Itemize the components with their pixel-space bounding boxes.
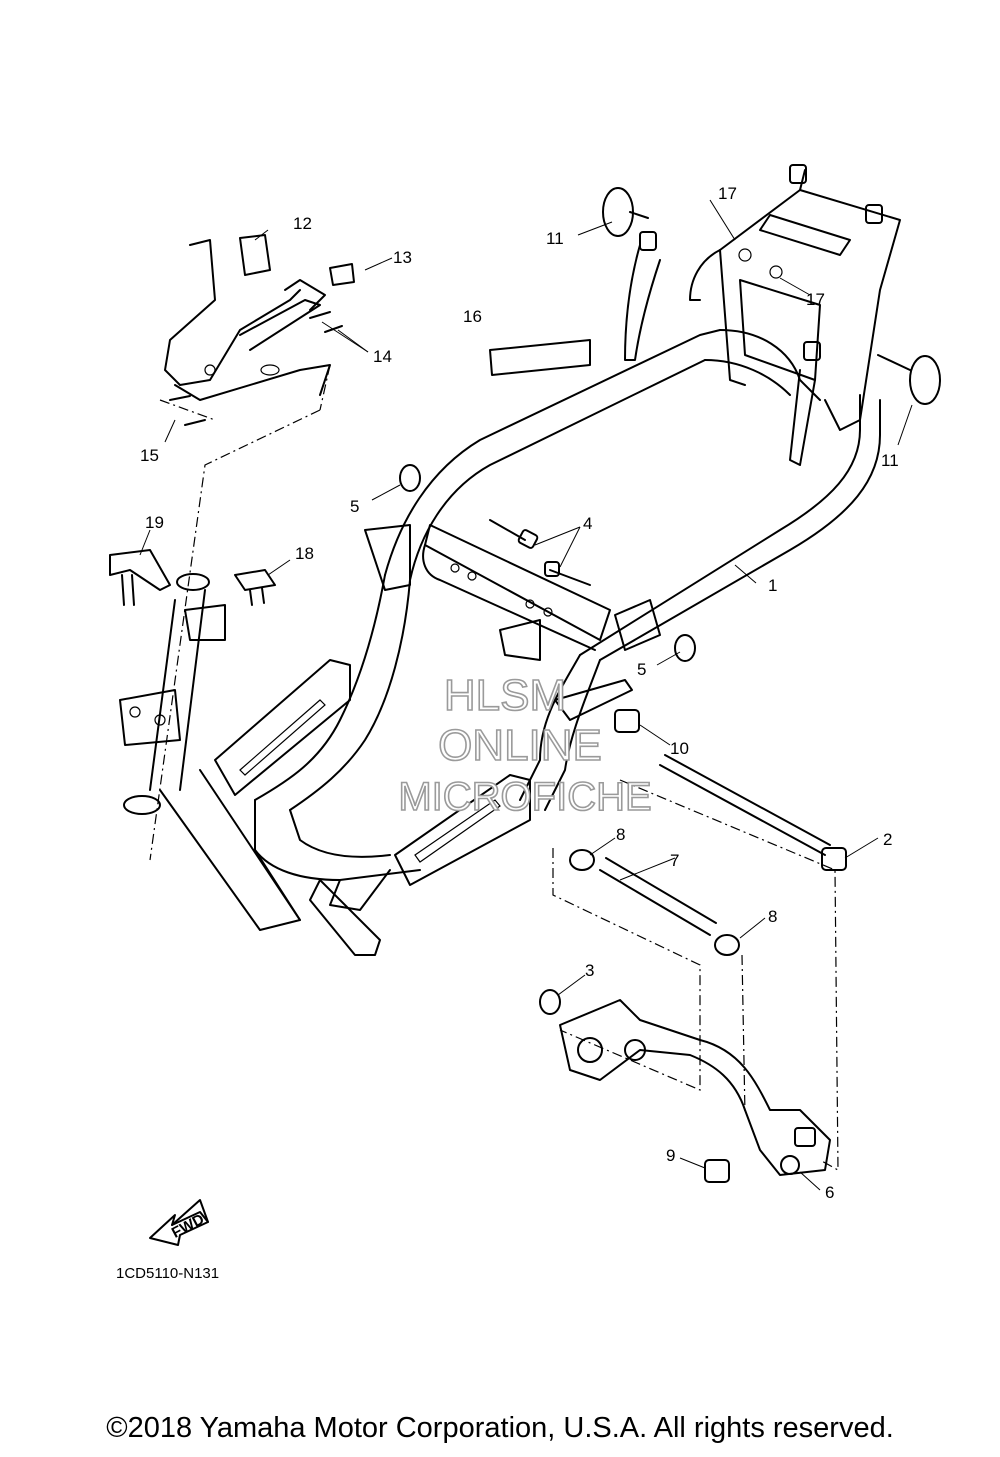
callout-11-upper: 11 <box>546 229 564 248</box>
callout-8-upper: 8 <box>616 825 625 844</box>
callout-16: 16 <box>463 307 482 326</box>
callout-14: 14 <box>373 347 392 366</box>
callout-13: 13 <box>393 248 412 267</box>
collar-7 <box>599 857 717 936</box>
watermark: HLSM ONLINE MICROFICHE <box>398 670 653 820</box>
callout-3: 3 <box>585 961 594 980</box>
bolt-2 <box>659 754 847 871</box>
callout-4: 4 <box>583 514 592 533</box>
nut-3 <box>539 989 561 1015</box>
callout-15: 15 <box>140 446 159 465</box>
nut-5 <box>399 464 696 662</box>
callout-12: 12 <box>293 214 312 233</box>
callout-2: 2 <box>883 830 892 849</box>
callout-8-lower: 8 <box>768 907 777 926</box>
callout-1: 1 <box>768 576 777 595</box>
callout-17-lower: 17 <box>806 290 825 309</box>
grommet-11 <box>602 187 941 405</box>
decal-16 <box>489 339 591 376</box>
forward-arrow: FWD <box>149 1199 209 1246</box>
bolt-4 <box>489 519 591 586</box>
callout-19: 19 <box>145 513 164 532</box>
watermark-line-1: HLSM <box>444 671 566 720</box>
copyright-notice: ©2018 Yamaha Motor Corporation, U.S.A. A… <box>106 1412 894 1444</box>
callout-5-lower: 5 <box>637 660 646 679</box>
callout-18: 18 <box>295 544 314 563</box>
damper-10 <box>614 709 640 733</box>
reference-lines <box>139 199 913 1191</box>
diagram-code: 1CD5110-N131 <box>116 1265 220 1282</box>
callout-7: 7 <box>670 851 679 870</box>
callout-9: 9 <box>666 1146 675 1165</box>
collar-8 <box>569 849 740 956</box>
main-frame <box>119 164 901 956</box>
callout-17-upper: 17 <box>718 184 737 203</box>
callout-11-lower: 11 <box>881 451 899 470</box>
callouts: 1 2 3 4 5 5 6 7 8 8 9 10 11 11 12 13 14 … <box>140 184 899 1202</box>
damper-9 <box>704 1159 730 1183</box>
callout-6: 6 <box>825 1183 834 1202</box>
bracket-19 <box>109 549 171 606</box>
watermark-line-3: MICROFICHE <box>398 775 651 819</box>
callout-5-upper: 5 <box>350 497 359 516</box>
watermark-line-2: ONLINE <box>438 721 602 770</box>
callout-10: 10 <box>670 739 689 758</box>
front-bracket-assembly <box>164 234 355 426</box>
clip-18 <box>234 569 276 606</box>
